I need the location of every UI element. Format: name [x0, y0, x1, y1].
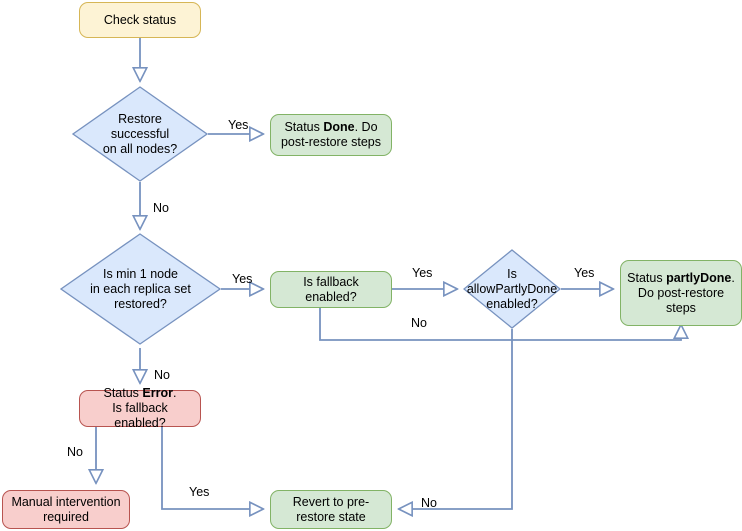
edge-label-partlydone-yes: Yes — [574, 266, 595, 280]
partlydone-line-1: Is — [507, 266, 517, 281]
error-bold: Error — [142, 386, 173, 400]
edge-label-partlydone-no: No — [421, 496, 437, 510]
minnode-line-2: in each replica set — [90, 281, 191, 296]
edge-label-error-yes: Yes — [189, 485, 210, 499]
partly-prefix: Status — [627, 270, 667, 285]
node-check-status-label: Check status — [103, 12, 177, 27]
node-restore-successful[interactable]: Restore successful on all nodes? — [72, 86, 208, 182]
minnode-line-1: Is min 1 node — [102, 266, 179, 281]
node-status-error-label: Status Error. Is fallback enabled? — [86, 386, 194, 431]
edge-label-minnode-no: No — [154, 368, 170, 382]
edge-error-yes — [161, 427, 262, 509]
edge-label-fallback-no: No — [411, 316, 427, 330]
node-status-partly-done-label: Status partlyDone. Do post-restore steps — [627, 271, 735, 316]
error-prefix: Status — [103, 386, 143, 400]
node-status-done-label: Status Done. Do post-restore steps — [277, 120, 385, 150]
restore-line-2: successful — [110, 126, 170, 141]
node-min-one-node[interactable]: Is min 1 node in each replica set restor… — [60, 233, 221, 345]
diamond-shape — [60, 233, 221, 345]
node-allow-partly-done-label: Is allowPartlyDone enabled? — [463, 249, 561, 329]
node-status-done[interactable]: Status Done. Do post-restore steps — [270, 114, 392, 156]
node-check-status[interactable]: Check status — [79, 2, 201, 38]
edge-label-error-no: No — [67, 445, 83, 459]
diamond-shape — [72, 86, 208, 182]
node-revert-pre-restore[interactable]: Revert to pre-restore state — [270, 490, 392, 529]
error-suffix: . — [173, 386, 177, 400]
node-status-error[interactable]: Status Error. Is fallback enabled? — [79, 386, 201, 430]
edge-label-restore-no: No — [153, 201, 169, 215]
partly-suffix: . Do post-restore steps — [637, 270, 735, 315]
edge-label-minnode-yes: Yes — [232, 272, 253, 286]
node-manual-intervention-label: Manual intervention required — [11, 494, 121, 524]
error-line-2: Is fallback enabled? — [112, 401, 168, 430]
edge-label-restore-yes: Yes — [228, 118, 249, 132]
node-manual-intervention[interactable]: Manual intervention required — [2, 490, 130, 529]
partlydone-line-3: enabled? — [486, 296, 538, 311]
node-status-partly-done[interactable]: Status partlyDone. Do post-restore steps — [620, 260, 742, 326]
status-done-suffix: . Do post-restore steps — [280, 120, 382, 149]
edge-fallback-no — [319, 308, 681, 341]
restore-line-1: Restore — [118, 111, 162, 126]
status-done-bold: Done — [323, 120, 355, 134]
edge-partlydone-no — [400, 329, 513, 509]
partlydone-line-2: allowPartlyDone — [466, 281, 558, 296]
node-allow-partly-done[interactable]: Is allowPartlyDone enabled? — [463, 249, 561, 329]
node-revert-pre-restore-label: Revert to pre-restore state — [292, 494, 370, 524]
minnode-line-3: restored? — [114, 296, 167, 311]
diamond-shape — [463, 249, 561, 329]
restore-line-3: on all nodes? — [102, 141, 178, 156]
status-done-prefix: Status — [284, 120, 324, 134]
node-is-fallback-enabled-label: Is fallback enabled? — [303, 274, 359, 304]
partly-bold: partlyDone — [666, 270, 732, 285]
node-min-one-node-label: Is min 1 node in each replica set restor… — [60, 233, 221, 345]
node-restore-successful-label: Restore successful on all nodes? — [72, 86, 208, 182]
edge-label-fallback-yes: Yes — [412, 266, 433, 280]
node-is-fallback-enabled[interactable]: Is fallback enabled? — [270, 271, 392, 308]
